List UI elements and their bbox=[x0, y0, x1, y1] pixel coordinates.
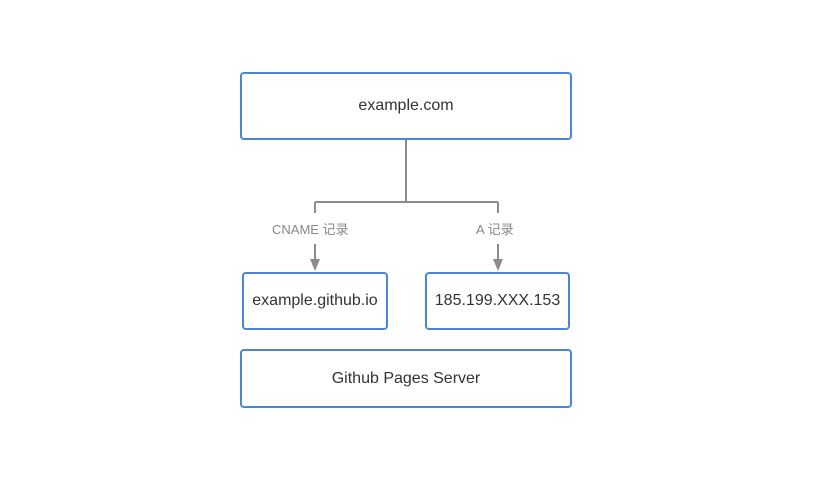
cname-arrowhead-icon bbox=[310, 259, 320, 271]
a-record-label: A 记录 bbox=[476, 222, 514, 238]
domain-label: example.com bbox=[358, 97, 454, 114]
domain-node: example.com bbox=[240, 72, 572, 140]
cname-target-node: example.github.io bbox=[242, 272, 388, 330]
server-label: Github Pages Server bbox=[331, 369, 481, 387]
a-target-node: 185.199.XXX.153 bbox=[425, 272, 570, 330]
a-target-label: 185.199.XXX.153 bbox=[434, 292, 561, 309]
server-node: Github Pages Server bbox=[240, 349, 572, 408]
cname-target-label: example.github.io bbox=[252, 292, 378, 309]
cname-record-label: CNAME 记录 bbox=[272, 222, 349, 238]
a-arrowhead-icon bbox=[493, 259, 503, 271]
